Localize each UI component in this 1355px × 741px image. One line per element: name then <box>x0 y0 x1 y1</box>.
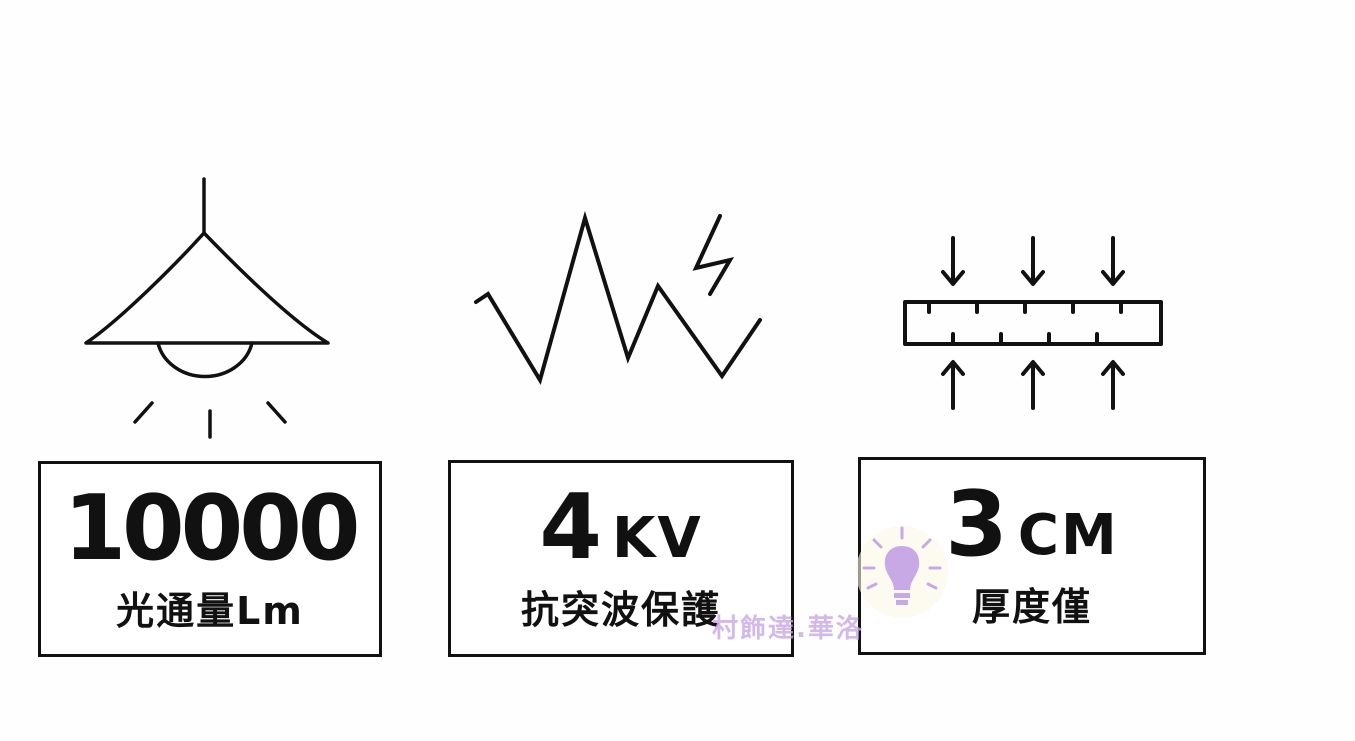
luminous-flux-value: 10000 <box>63 476 360 581</box>
lightning-surge-icon <box>474 210 762 386</box>
thickness-unit: CM <box>1017 503 1119 568</box>
thickness-compression-icon <box>903 236 1163 410</box>
pendant-lamp-icon <box>84 177 330 439</box>
surge-protection-box: 4 KV 抗突波保護 <box>448 460 794 657</box>
thickness-box: 3 CM 厚度僅 <box>858 457 1206 655</box>
surge-protection-value: 4 <box>539 475 602 580</box>
luminous-flux-value-row: 10000 <box>41 478 379 574</box>
luminous-flux-caption: 光通量Lm <box>116 589 304 633</box>
surge-protection-unit: KV <box>611 506 703 571</box>
thickness-value-row: 3 CM <box>861 474 1203 570</box>
surge-protection-caption: 抗突波保護 <box>520 588 721 632</box>
thickness-value: 3 <box>945 472 1008 577</box>
surge-protection-value-row: 4 KV <box>451 477 791 573</box>
luminous-flux-box: 10000 光通量Lm <box>38 461 382 657</box>
thickness-caption: 厚度僅 <box>971 585 1092 629</box>
